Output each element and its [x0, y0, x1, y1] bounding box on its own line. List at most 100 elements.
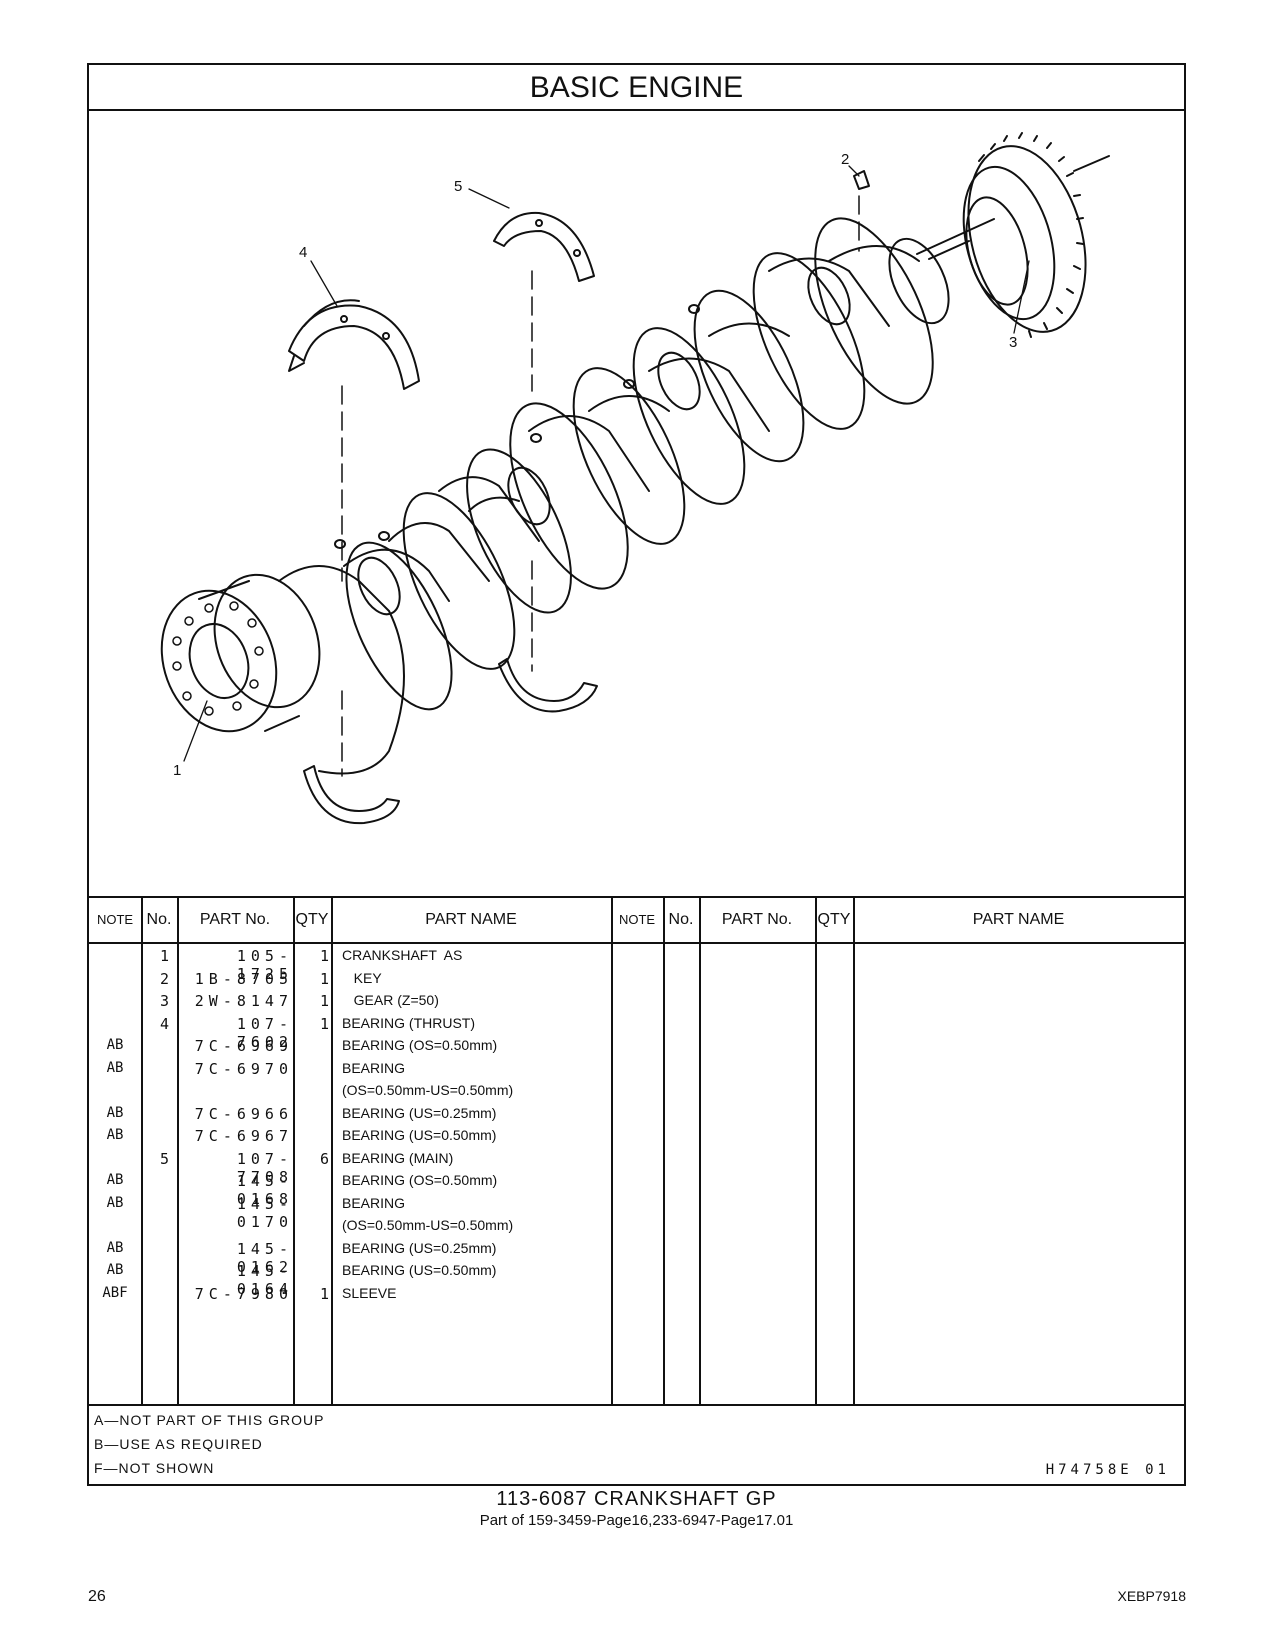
row-note: AB: [106, 1172, 124, 1188]
row-qty: 1: [319, 992, 329, 1010]
row-item-no: 5: [159, 1149, 169, 1168]
col-qty-2: QTY: [817, 911, 851, 928]
callout-2: 2: [841, 151, 849, 168]
row-part-name: BEARING (THRUST): [342, 1014, 475, 1031]
col-divider: [611, 898, 613, 1406]
row-part-name: BEARING: [342, 1194, 406, 1211]
row-part-name: BEARING (OS=0.50mm): [342, 1037, 498, 1053]
row-part-no: 145-0162: [236, 1239, 293, 1276]
table-row: AB 145-0170 BEARING: [89, 1194, 649, 1231]
callout-5: 5: [454, 178, 462, 195]
table-row: (OS=0.50mm-US=0.50mm): [89, 1082, 649, 1105]
row-item-no: 2: [159, 969, 169, 988]
col-divider: [815, 898, 817, 1406]
table-row: 4 107-7602 1 BEARING (THRUST): [89, 1014, 649, 1051]
col-no-2: No.: [668, 911, 694, 928]
col-divider: [293, 898, 295, 1406]
row-part-no: 105-1725: [236, 947, 293, 983]
row-part-name: BEARING (US=0.25mm): [342, 1104, 497, 1121]
col-part-name: PART NAME: [425, 911, 517, 928]
group-subcaption: Part of 159-3459-Page16,233-6947-Page17.…: [479, 1512, 794, 1529]
col-divider: [699, 898, 701, 1406]
row-part-name: GEAR (Z=50): [342, 992, 439, 1008]
table-row: 5 107-7708 6 BEARING (MAIN): [89, 1149, 649, 1186]
row-part-no: 7C-6970: [194, 1059, 293, 1078]
col-divider: [141, 898, 143, 1406]
table-row: 1 105-1725 1 CRANKSHAFT AS: [89, 947, 649, 983]
table-row: ABF 7C-7980 1 SLEEVE: [89, 1285, 649, 1308]
row-part-name: (OS=0.50mm-US=0.50mm): [342, 1217, 514, 1233]
callout-1: 1: [173, 762, 181, 779]
col-note-2: NOTE: [618, 912, 656, 927]
row-part-no: 7C-6969: [194, 1037, 293, 1055]
row-part-name: SLEEVE: [342, 1284, 397, 1301]
col-note: NOTE: [96, 912, 134, 927]
callout-4: 4: [299, 244, 307, 261]
exploded-view-illustration: 5 4 2 3 1: [89, 111, 1184, 896]
row-part-no: 2W-8147: [194, 992, 293, 1010]
row-part-name: BEARING (MAIN): [342, 1149, 454, 1166]
row-part-name: BEARING: [342, 1059, 406, 1076]
row-part-no: 7C-6966: [194, 1104, 293, 1123]
col-divider: [177, 898, 179, 1406]
row-qty: 1: [319, 947, 329, 965]
col-part-no: PART No.: [199, 911, 271, 928]
col-divider: [663, 898, 665, 1406]
table-row: AB 145-0162 BEARING (US=0.25mm): [89, 1239, 649, 1276]
page-number: 26: [88, 1588, 106, 1605]
row-note: AB: [106, 1194, 124, 1211]
row-note: AB: [106, 1127, 124, 1143]
row-qty: 1: [319, 1284, 329, 1303]
note-a: A—NOT PART OF THIS GROUP: [94, 1412, 325, 1428]
row-note: ABF: [102, 1284, 128, 1301]
table-header: NOTE No. PART No. QTY PART NAME NOTE No.…: [89, 898, 1184, 944]
row-note: AB: [106, 1104, 124, 1121]
table-row: (OS=0.50mm-US=0.50mm): [89, 1217, 649, 1240]
row-note: AB: [106, 1059, 124, 1076]
row-item-no: 4: [159, 1014, 169, 1033]
table-row: AB 7C-6967 BEARING (US=0.50mm): [89, 1127, 649, 1150]
crankshaft-drawing: 5 4 2 3 1: [160, 132, 1110, 825]
parts-table: NOTE No. PART No. QTY PART NAME NOTE No.…: [89, 896, 1184, 1406]
page-title: BASIC ENGINE: [89, 65, 1184, 111]
row-note: AB: [106, 1262, 124, 1278]
table-row: AB 7C-6966 BEARING (US=0.25mm): [89, 1105, 649, 1128]
document-id: XEBP7918: [1117, 1588, 1187, 1604]
row-part-name: BEARING (OS=0.50mm): [342, 1172, 498, 1188]
row-part-no: 7C-7980: [194, 1284, 293, 1303]
parts-sheet: BASIC ENGINE: [87, 63, 1186, 1486]
row-part-name: BEARING (US=0.50mm): [342, 1127, 497, 1143]
row-note: AB: [106, 1239, 124, 1256]
row-part-name: BEARING (US=0.25mm): [342, 1239, 497, 1256]
note-f: F—NOT SHOWN: [94, 1460, 215, 1476]
row-part-no: 145-0170: [236, 1194, 293, 1231]
row-part-no: 1B-8705: [194, 969, 293, 988]
col-part-no-2: PART No.: [721, 911, 793, 928]
table-row: AB 7C-6970 BEARING: [89, 1060, 649, 1083]
row-part-no: 145-0164: [236, 1262, 293, 1298]
row-part-no: 107-7708: [236, 1149, 293, 1186]
row-item-no: 3: [159, 992, 169, 1010]
col-qty: QTY: [295, 911, 329, 928]
col-no: No.: [146, 911, 172, 928]
group-caption: 113-6087 CRANKSHAFT GP: [496, 1488, 777, 1510]
row-part-name: (OS=0.50mm-US=0.50mm): [342, 1082, 514, 1098]
col-divider: [853, 898, 855, 1406]
col-part-name-2: PART NAME: [972, 911, 1065, 928]
row-part-no: 7C-6967: [194, 1127, 293, 1145]
row-item-no: 1: [159, 947, 169, 965]
table-row: 3 2W-8147 1 GEAR (Z=50): [89, 992, 649, 1015]
row-qty: 1: [319, 1014, 329, 1033]
notes-legend: A—NOT PART OF THIS GROUP B—USE AS REQUIR…: [89, 1404, 1184, 1486]
col-divider: [331, 898, 333, 1406]
callout-3: 3: [1009, 334, 1017, 351]
drawing-id: H74758E 01: [1045, 1462, 1170, 1478]
row-note: AB: [106, 1037, 124, 1053]
row-part-name: CRANKSHAFT AS: [342, 947, 463, 963]
row-part-name: KEY: [342, 969, 382, 986]
row-qty: 6: [319, 1149, 329, 1168]
row-part-no: 107-7602: [236, 1014, 293, 1051]
